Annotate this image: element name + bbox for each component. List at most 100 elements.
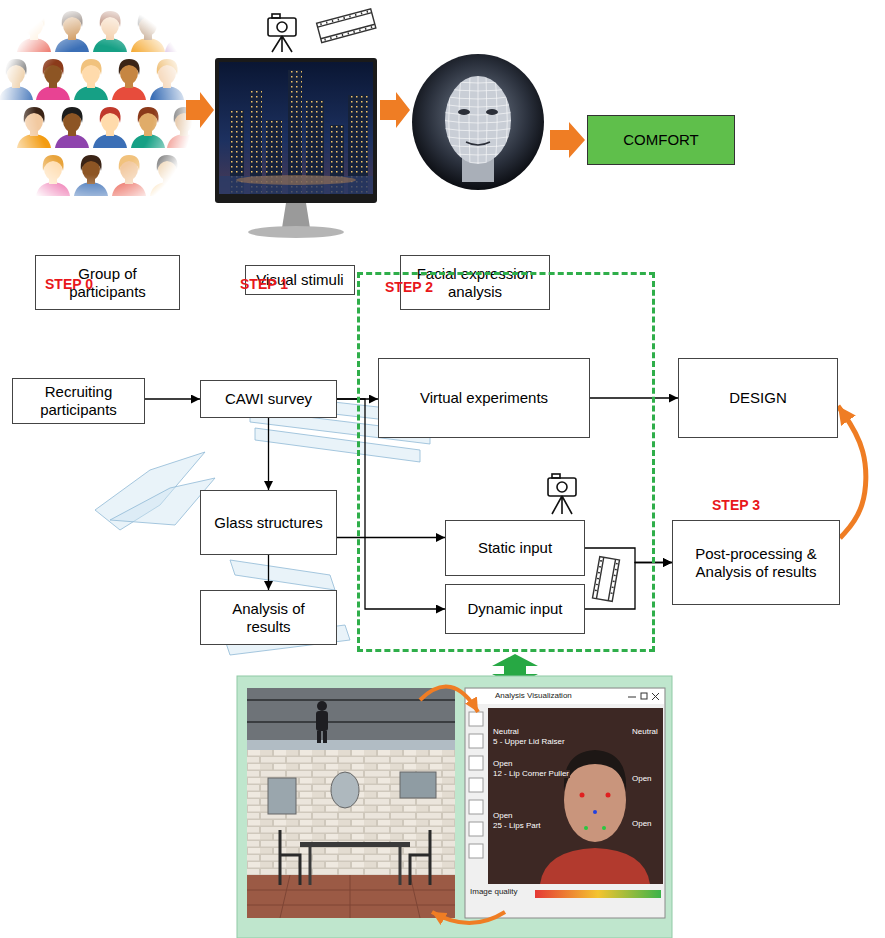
camera-icon xyxy=(557,482,567,492)
software-screenshot xyxy=(593,810,597,814)
film-icon xyxy=(321,11,372,41)
box-label: Virtual experiments xyxy=(420,389,548,407)
cycle-arrow xyxy=(432,912,505,923)
screen-text: Open xyxy=(492,812,514,820)
screen-text: Open xyxy=(631,820,653,828)
film-icon xyxy=(595,561,618,594)
feedback-arrow xyxy=(838,406,866,538)
screen-text: 5 - Upper Lid Raiser xyxy=(492,738,566,746)
camera-icon xyxy=(548,474,576,514)
room-photo xyxy=(300,842,410,847)
screen-text: Neutral xyxy=(492,728,520,736)
flow-arrow xyxy=(186,92,214,128)
software-screenshot xyxy=(540,848,650,884)
input-box: Dynamic input xyxy=(445,584,585,634)
screen-text: Open xyxy=(492,760,514,768)
software-screenshot xyxy=(535,890,661,898)
process-box: Post-processing & Analysis of results xyxy=(672,520,840,605)
box-label: DESIGN xyxy=(729,389,787,407)
participants-group xyxy=(112,59,146,100)
box-label: Dynamic input xyxy=(467,600,562,618)
screen-text: Image quality xyxy=(470,888,518,896)
process-box: Virtual experiments xyxy=(378,358,590,438)
film-icon xyxy=(318,13,375,39)
camera-icon xyxy=(277,22,287,32)
software-screenshot xyxy=(469,712,483,858)
flow-arrow xyxy=(380,92,410,128)
monitor xyxy=(236,175,356,185)
room-photo xyxy=(268,778,296,814)
cycle-arrow xyxy=(420,687,478,712)
software-screenshot xyxy=(564,750,626,790)
box-label: CAWI survey xyxy=(225,390,312,408)
connector xyxy=(590,397,678,398)
software-screenshot xyxy=(488,708,663,884)
participants-group xyxy=(93,11,127,52)
software-screenshot xyxy=(469,800,483,814)
room-photo xyxy=(400,772,436,798)
room-photo xyxy=(247,875,455,918)
face-mesh xyxy=(466,142,490,145)
participants-group xyxy=(17,107,51,148)
monitor xyxy=(219,176,373,194)
input-box: Static input xyxy=(445,520,585,576)
software-screenshot xyxy=(469,822,483,836)
film-icon xyxy=(593,557,620,602)
room-photo xyxy=(331,772,359,808)
example-panel xyxy=(237,676,672,938)
screen-text: Neutral xyxy=(631,728,659,736)
room-photo xyxy=(317,731,321,743)
participants-group xyxy=(17,11,51,52)
software-screenshot xyxy=(580,793,585,798)
example-panel xyxy=(237,676,672,938)
face-mesh xyxy=(412,54,544,190)
face-mesh xyxy=(486,109,498,115)
room-photo xyxy=(247,688,455,918)
participants-group xyxy=(150,155,184,196)
camera-icon xyxy=(272,36,292,52)
participants-group xyxy=(74,155,108,196)
process-box: CAWI survey xyxy=(200,380,337,418)
participants-group xyxy=(36,155,70,196)
face-mesh xyxy=(440,74,516,168)
participants-group xyxy=(131,107,165,148)
camera-icon xyxy=(552,496,572,514)
participants-group xyxy=(112,155,146,196)
software-screenshot xyxy=(465,688,665,918)
camera-icon xyxy=(548,478,576,496)
step-label: STEP 2 xyxy=(385,279,433,296)
participants-group xyxy=(165,11,199,52)
box-label: Analysis of results xyxy=(209,600,328,636)
monitor xyxy=(215,58,377,238)
software-screenshot xyxy=(469,712,483,726)
room-photo xyxy=(247,740,455,750)
room-photo xyxy=(247,688,455,918)
participants-group xyxy=(150,59,184,100)
monitor xyxy=(282,203,310,228)
participants-group xyxy=(0,59,33,100)
room-photo xyxy=(247,875,455,918)
software-screenshot xyxy=(602,826,606,830)
process-box: DESIGN xyxy=(678,358,838,438)
participants-group xyxy=(36,59,70,100)
software-screenshot xyxy=(469,734,483,748)
glass-panels xyxy=(230,560,335,590)
box-label: Post-processing & Analysis of results xyxy=(681,545,831,581)
connector xyxy=(337,537,445,538)
participants-group xyxy=(131,11,165,52)
connector xyxy=(585,548,672,563)
step-label: STEP 3 xyxy=(712,497,760,514)
room-photo xyxy=(316,711,328,731)
participants-group xyxy=(93,107,127,148)
step-label: STEP 0 xyxy=(45,276,93,293)
screen-text: 12 - Lip Corner Puller xyxy=(492,770,570,778)
flow-arrow xyxy=(550,122,585,158)
screen-text: 25 - Lips Part xyxy=(492,822,542,830)
camera-icon xyxy=(268,18,296,36)
film-icon xyxy=(317,9,376,43)
room-photo xyxy=(310,847,400,885)
software-screenshot xyxy=(641,693,647,699)
connector xyxy=(268,418,269,490)
